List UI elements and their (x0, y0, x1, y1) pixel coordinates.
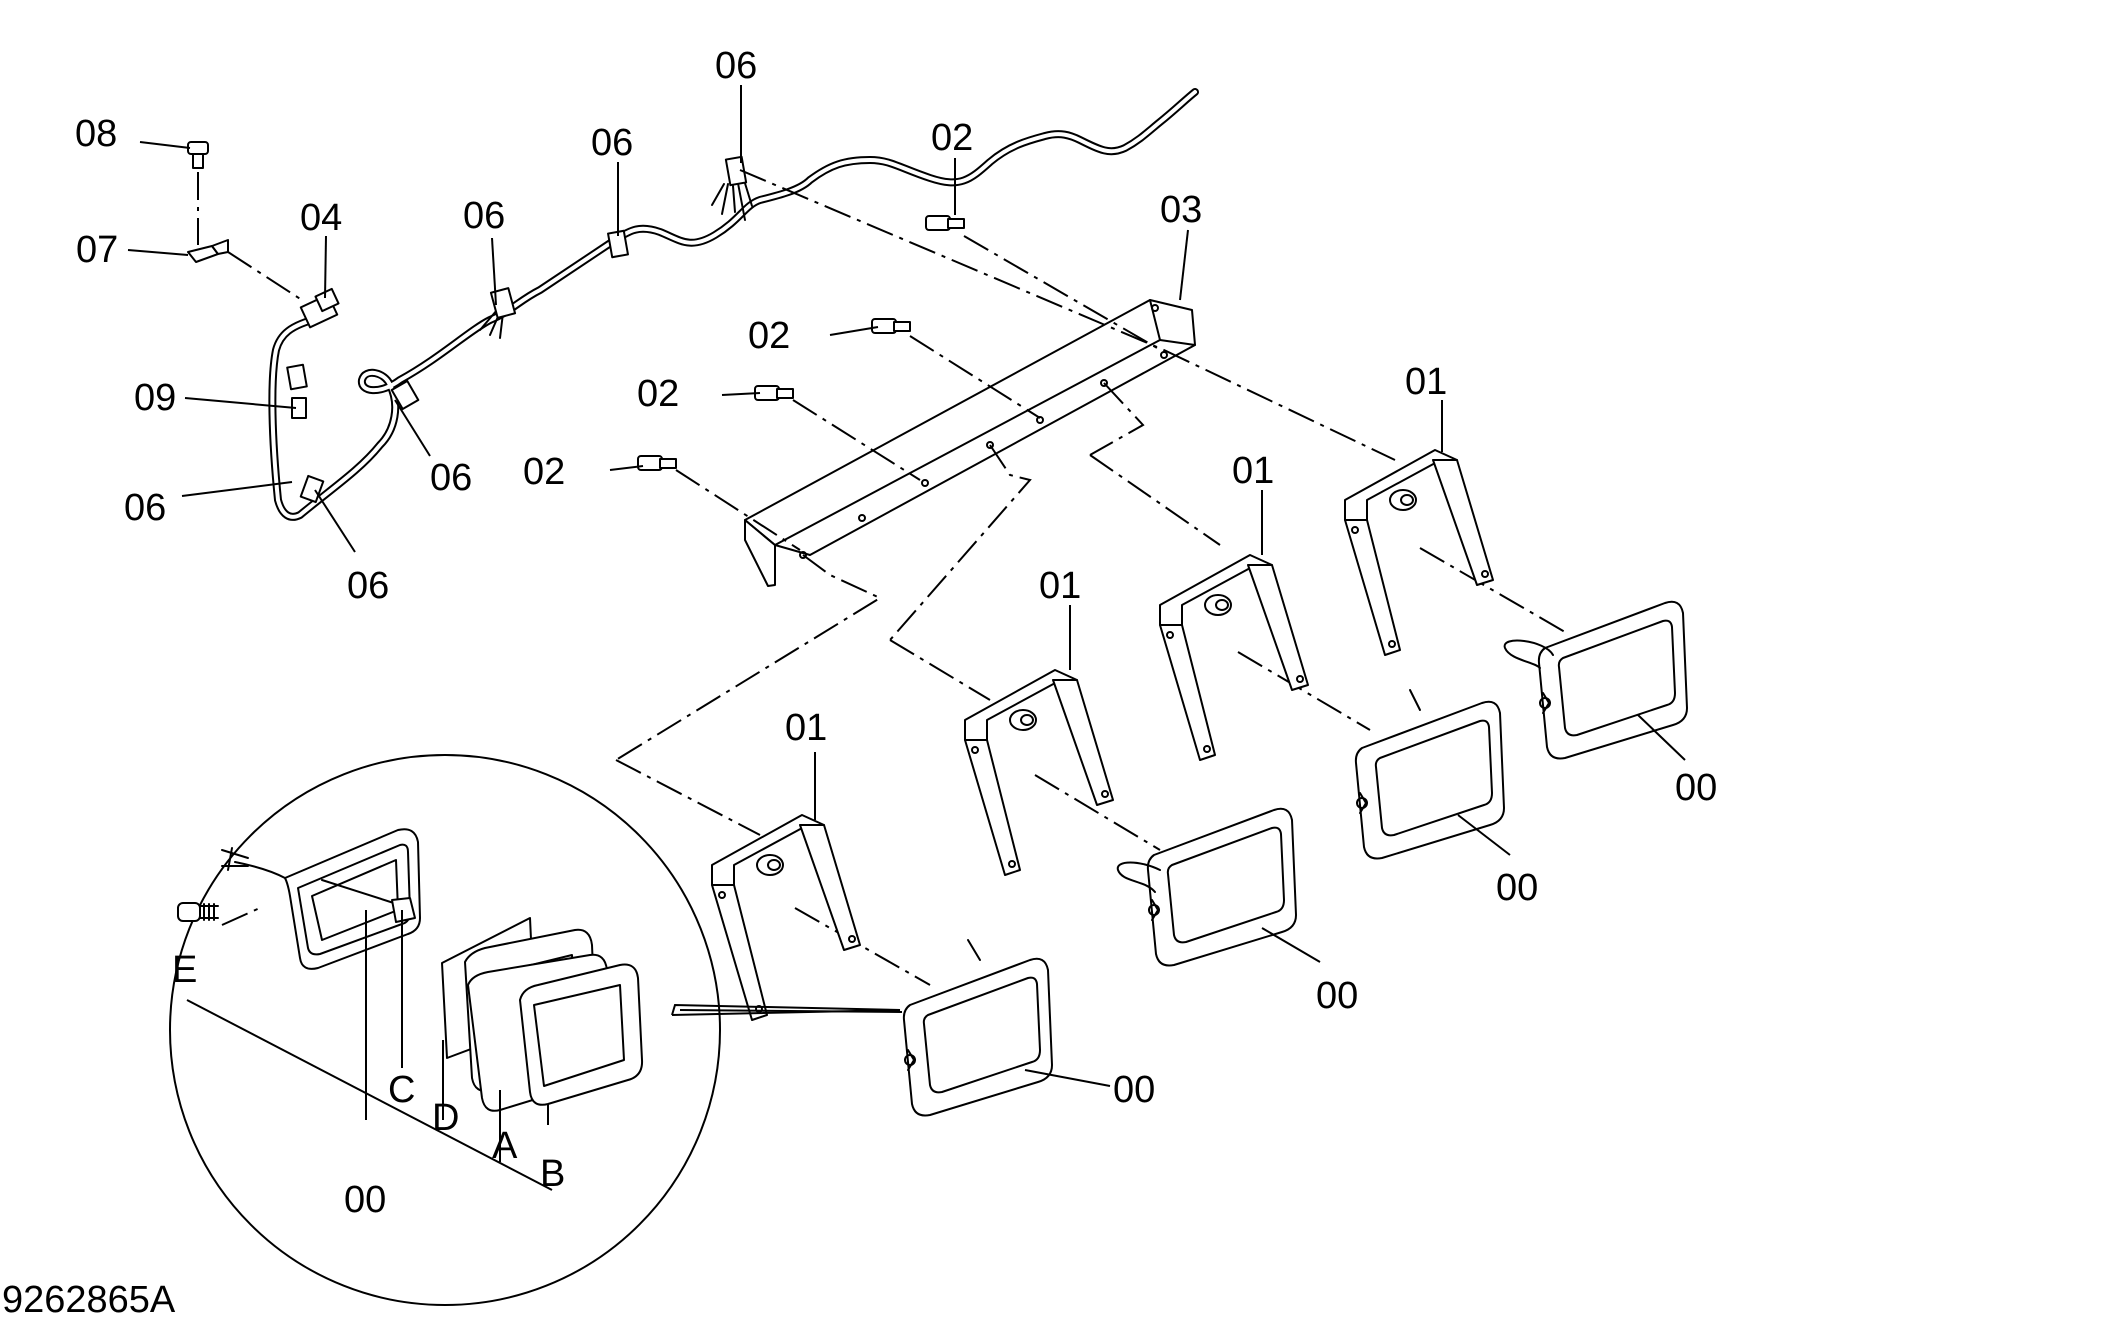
callout-02: 02 (637, 373, 679, 415)
detail-label-b: B (540, 1153, 565, 1195)
callout-02: 02 (748, 315, 790, 357)
detail-label-c: C (388, 1069, 415, 1111)
callout-01: 01 (1232, 450, 1274, 492)
callout-leaders (127, 85, 1686, 1087)
callout-06: 06 (347, 565, 389, 607)
callout-06: 06 (124, 487, 166, 529)
callout-01: 01 (785, 707, 827, 749)
callout-02: 02 (931, 117, 973, 159)
callout-00: 00 (1675, 767, 1717, 809)
wiring-harness (268, 88, 1199, 521)
alignment-lines (615, 169, 1566, 986)
callout-08: 08 (75, 113, 117, 155)
callout-00: 00 (1316, 975, 1358, 1017)
detail-label-d: D (432, 1097, 459, 1139)
callout-labels: 08 07 04 09 06 06 06 06 06 06 02 03 02 0… (75, 45, 1717, 1111)
drawing-id: 9262865A (2, 1279, 176, 1317)
callout-09: 09 (134, 377, 176, 419)
callout-02: 02 (523, 451, 565, 493)
detail-label-lamp: 00 (344, 1179, 386, 1221)
connector-04 (299, 287, 340, 329)
callout-06: 06 (591, 122, 633, 164)
callout-03: 03 (1160, 189, 1202, 231)
callout-07: 07 (76, 229, 118, 271)
callout-01: 01 (1405, 361, 1447, 403)
work-lamps-00 (902, 600, 1688, 1117)
bolt-08 (187, 141, 209, 245)
bracket-07 (187, 239, 229, 263)
detail-label-e: E (172, 949, 197, 991)
harness-clamps (286, 155, 748, 504)
callout-06: 06 (430, 457, 472, 499)
detail-label-a: A (492, 1125, 518, 1167)
callout-06: 06 (463, 195, 505, 237)
detail-labels: E C D A B 00 (172, 949, 565, 1221)
callout-06: 06 (715, 45, 757, 87)
mounting-bar-03 (744, 299, 1196, 587)
callout-00: 00 (1496, 867, 1538, 909)
bolts-02 (637, 215, 965, 471)
callout-01: 01 (1039, 565, 1081, 607)
callout-00: 00 (1113, 1069, 1155, 1111)
callout-04: 04 (300, 197, 342, 239)
detail-view (169, 754, 903, 1306)
